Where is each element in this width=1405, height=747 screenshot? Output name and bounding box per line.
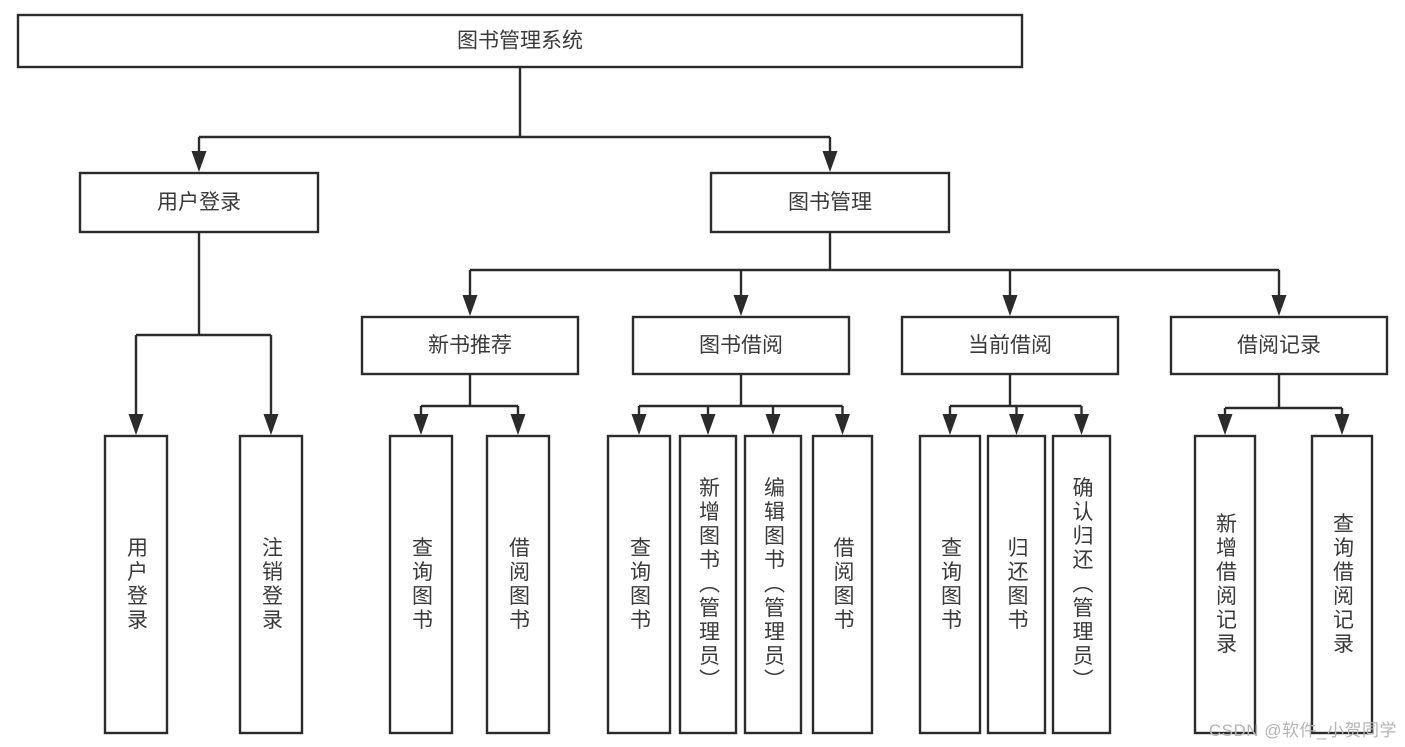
node-label-leaf-query-book-cur: 查询图书 bbox=[939, 537, 963, 633]
node-label-book-borrow: 图书借阅 bbox=[699, 334, 783, 357]
arrow-head-icon bbox=[1334, 414, 1350, 435]
node-label-leaf-borrow-book: 借阅图书 bbox=[831, 537, 855, 633]
arrow-head-icon bbox=[510, 414, 526, 435]
csdn-watermark: CSDN @软件_小贺同学 bbox=[1208, 721, 1397, 740]
node-box-leaf-add-record[interactable] bbox=[1193, 434, 1257, 735]
node-box-leaf-query-book-rec[interactable] bbox=[388, 434, 454, 735]
node-box-leaf-borrow-book-rec[interactable] bbox=[485, 434, 551, 735]
node-box-leaf-query-record[interactable] bbox=[1310, 434, 1374, 735]
node-label-leaf-add-record: 新增借阅记录 bbox=[1214, 513, 1238, 657]
node-label-leaf-logout: 注销登录 bbox=[260, 537, 284, 633]
node-box-borrow-record[interactable] bbox=[1169, 315, 1389, 376]
arrow-head-icon bbox=[733, 295, 749, 316]
arrow-head-icon bbox=[1217, 414, 1233, 435]
edges-layer bbox=[128, 67, 1350, 435]
node-leaf-add-book[interactable]: 新增图书（管理员） bbox=[678, 434, 738, 735]
node-current-borrow[interactable]: 当前借阅 bbox=[900, 315, 1120, 376]
arrow-head-icon bbox=[191, 151, 207, 172]
arrow-head-icon bbox=[765, 414, 781, 435]
node-leaf-user-login[interactable]: 用户登录 bbox=[103, 434, 169, 735]
node-label-new-book-rec: 新书推荐 bbox=[428, 334, 512, 357]
node-label-leaf-query-book-borrow: 查询图书 bbox=[628, 537, 652, 633]
node-box-leaf-query-book-borrow[interactable] bbox=[606, 434, 672, 735]
node-leaf-query-book-rec[interactable]: 查询图书 bbox=[388, 434, 454, 735]
node-leaf-logout[interactable]: 注销登录 bbox=[238, 434, 304, 735]
arrow-head-icon bbox=[128, 414, 144, 435]
arrow-head-icon bbox=[631, 414, 647, 435]
node-box-leaf-add-book[interactable] bbox=[678, 434, 738, 735]
node-label-leaf-confirm-return: 确认归还（管理员） bbox=[1070, 477, 1094, 693]
node-box-book-borrow[interactable] bbox=[631, 315, 851, 376]
node-box-leaf-logout[interactable] bbox=[238, 434, 304, 735]
node-label-leaf-borrow-book-rec: 借阅图书 bbox=[507, 537, 531, 633]
arrow-head-icon bbox=[942, 414, 958, 435]
node-label-leaf-query-record: 查询借阅记录 bbox=[1331, 513, 1355, 657]
node-box-current-borrow[interactable] bbox=[900, 315, 1120, 376]
node-leaf-borrow-book[interactable]: 借阅图书 bbox=[811, 434, 874, 735]
node-box-leaf-return-book[interactable] bbox=[986, 434, 1047, 735]
node-box-leaf-user-login[interactable] bbox=[103, 434, 169, 735]
node-label-root: 图书管理系统 bbox=[457, 30, 583, 53]
node-label-current-borrow: 当前借阅 bbox=[968, 334, 1052, 357]
node-box-leaf-borrow-book[interactable] bbox=[811, 434, 874, 735]
node-root[interactable]: 图书管理系统 bbox=[16, 13, 1024, 69]
node-label-leaf-edit-book: 编辑图书（管理员） bbox=[762, 477, 786, 693]
arrow-head-icon bbox=[1002, 295, 1018, 316]
node-box-leaf-query-book-cur[interactable] bbox=[918, 434, 982, 735]
arrow-head-icon bbox=[1074, 414, 1089, 435]
node-borrow-record[interactable]: 借阅记录 bbox=[1169, 315, 1389, 376]
node-leaf-borrow-book-rec[interactable]: 借阅图书 bbox=[485, 434, 551, 735]
nodes-layer: 图书管理系统用户登录图书管理新书推荐图书借阅当前借阅借阅记录用户登录注销登录查询… bbox=[16, 13, 1389, 735]
node-box-leaf-confirm-return[interactable] bbox=[1051, 434, 1112, 735]
node-box-book-manage[interactable] bbox=[709, 171, 951, 234]
arrow-head-icon bbox=[835, 414, 850, 435]
arrow-head-icon bbox=[413, 414, 429, 435]
node-label-user-login: 用户登录 bbox=[157, 191, 241, 214]
node-box-root[interactable] bbox=[16, 13, 1024, 69]
arrow-head-icon bbox=[263, 414, 279, 435]
node-leaf-query-book-borrow[interactable]: 查询图书 bbox=[606, 434, 672, 735]
node-book-borrow[interactable]: 图书借阅 bbox=[631, 315, 851, 376]
arrow-head-icon bbox=[1271, 295, 1287, 316]
node-leaf-add-record[interactable]: 新增借阅记录 bbox=[1193, 434, 1257, 735]
node-book-manage[interactable]: 图书管理 bbox=[709, 171, 951, 234]
arrow-head-icon bbox=[822, 151, 838, 172]
node-label-book-manage: 图书管理 bbox=[788, 191, 872, 214]
node-new-book-rec[interactable]: 新书推荐 bbox=[360, 315, 580, 376]
arrow-head-icon bbox=[1009, 414, 1024, 435]
node-box-user-login[interactable] bbox=[78, 171, 320, 234]
node-leaf-confirm-return[interactable]: 确认归还（管理员） bbox=[1051, 434, 1112, 735]
node-label-leaf-query-book-rec: 查询图书 bbox=[410, 537, 434, 633]
node-box-new-book-rec[interactable] bbox=[360, 315, 580, 376]
node-box-leaf-edit-book[interactable] bbox=[743, 434, 803, 735]
node-user-login[interactable]: 用户登录 bbox=[78, 171, 320, 234]
arrow-head-icon bbox=[700, 414, 716, 435]
node-leaf-edit-book[interactable]: 编辑图书（管理员） bbox=[743, 434, 803, 735]
node-label-leaf-add-book: 新增图书（管理员） bbox=[697, 477, 721, 693]
node-label-leaf-user-login: 用户登录 bbox=[125, 537, 149, 633]
node-label-leaf-return-book: 归还图书 bbox=[1005, 537, 1029, 633]
node-leaf-query-book-cur[interactable]: 查询图书 bbox=[918, 434, 982, 735]
node-label-borrow-record: 借阅记录 bbox=[1237, 334, 1321, 357]
node-leaf-query-record[interactable]: 查询借阅记录 bbox=[1310, 434, 1374, 735]
arrow-head-icon bbox=[462, 295, 478, 316]
node-leaf-return-book[interactable]: 归还图书 bbox=[986, 434, 1047, 735]
